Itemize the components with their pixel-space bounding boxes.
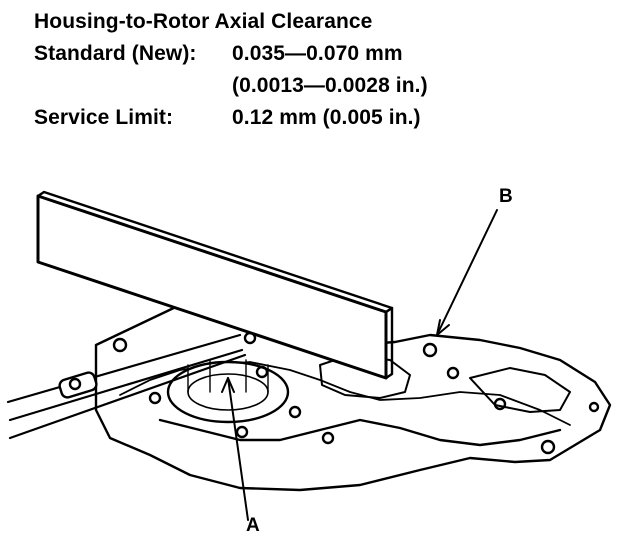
callout-label-b: B: [499, 186, 513, 207]
standard-label: Standard (New):: [34, 42, 197, 65]
callout-a-leader: [227, 377, 249, 521]
callout-b-leader: [436, 209, 498, 336]
feeler-gauge: [6, 333, 247, 440]
service-limit-label: Service Limit:: [34, 106, 174, 129]
standard-value-mm: 0.035—0.070 mm: [232, 42, 403, 65]
callout-label-a: A: [246, 515, 260, 536]
service-limit-value: 0.12 mm (0.005 in.): [232, 106, 421, 129]
oil-pump-illustration: [6, 190, 612, 521]
pump-rotor: [166, 360, 290, 424]
standard-value-in: (0.0013—0.0028 in.): [232, 74, 428, 97]
spec-title: Housing-to-Rotor Axial Clearance: [34, 10, 373, 33]
